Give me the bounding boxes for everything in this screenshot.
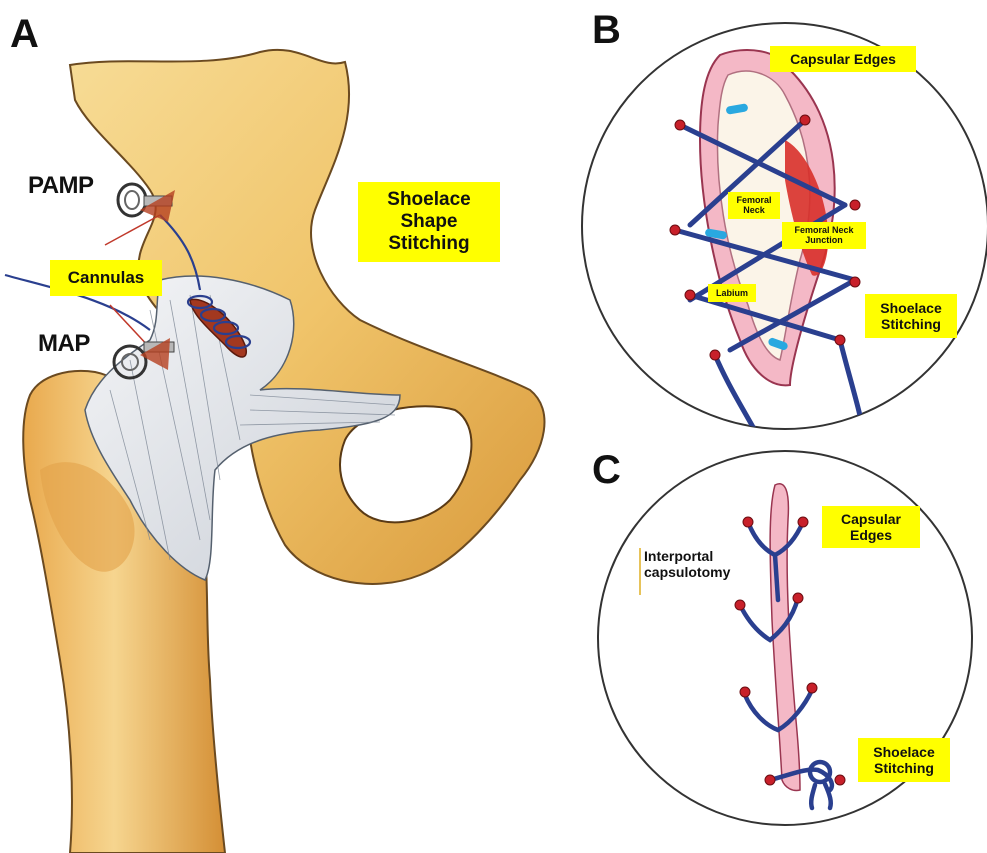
- shoelace-c-line1: Shoelace: [858, 744, 950, 760]
- femoral-neck-line2: Neck: [728, 205, 780, 215]
- panel-letter-b: B: [592, 10, 621, 50]
- capsular-edges-label-b: Capsular Edges: [770, 46, 916, 72]
- map-label: MAP: [38, 330, 90, 358]
- junction-line1: Femoral Neck: [782, 225, 866, 235]
- labium-label: Labium: [708, 284, 756, 302]
- capsular-edges-label-c: Capsular Edges: [822, 506, 920, 548]
- femoral-neck-line1: Femoral: [728, 195, 780, 205]
- shoelace-label-line1: Shoelace: [358, 189, 500, 211]
- panel-a-hip-drawing: [5, 50, 544, 853]
- panel-letter-a: A: [10, 14, 39, 54]
- interportal-capsulotomy-label: Interportal capsulotomy: [644, 548, 764, 580]
- interportal-line2: capsulotomy: [644, 564, 764, 580]
- pamp-label: PAMP: [28, 172, 94, 200]
- shoelace-label-line3: Stitching: [358, 233, 500, 255]
- shoelace-stitching-label-b: Shoelace Stitching: [865, 294, 957, 338]
- femoral-neck-junction-label: Femoral Neck Junction: [782, 222, 866, 249]
- shoelace-stitching-label-c: Shoelace Stitching: [858, 738, 950, 782]
- junction-line2: Junction: [782, 235, 866, 245]
- panel-letter-c: C: [592, 450, 621, 490]
- capsular-c-line2: Edges: [822, 527, 920, 543]
- shoelace-label-line2: Shape: [358, 211, 500, 233]
- shoelace-b-line2: Stitching: [865, 316, 957, 332]
- interportal-line1: Interportal: [644, 548, 764, 564]
- shoelace-c-line2: Stitching: [858, 760, 950, 776]
- shoelace-shape-stitching-label: Shoelace Shape Stitching: [358, 182, 500, 262]
- cannulas-label: Cannulas: [50, 260, 162, 296]
- femoral-neck-label: Femoral Neck: [728, 192, 780, 219]
- shoelace-b-line1: Shoelace: [865, 300, 957, 316]
- capsular-c-line1: Capsular: [822, 511, 920, 527]
